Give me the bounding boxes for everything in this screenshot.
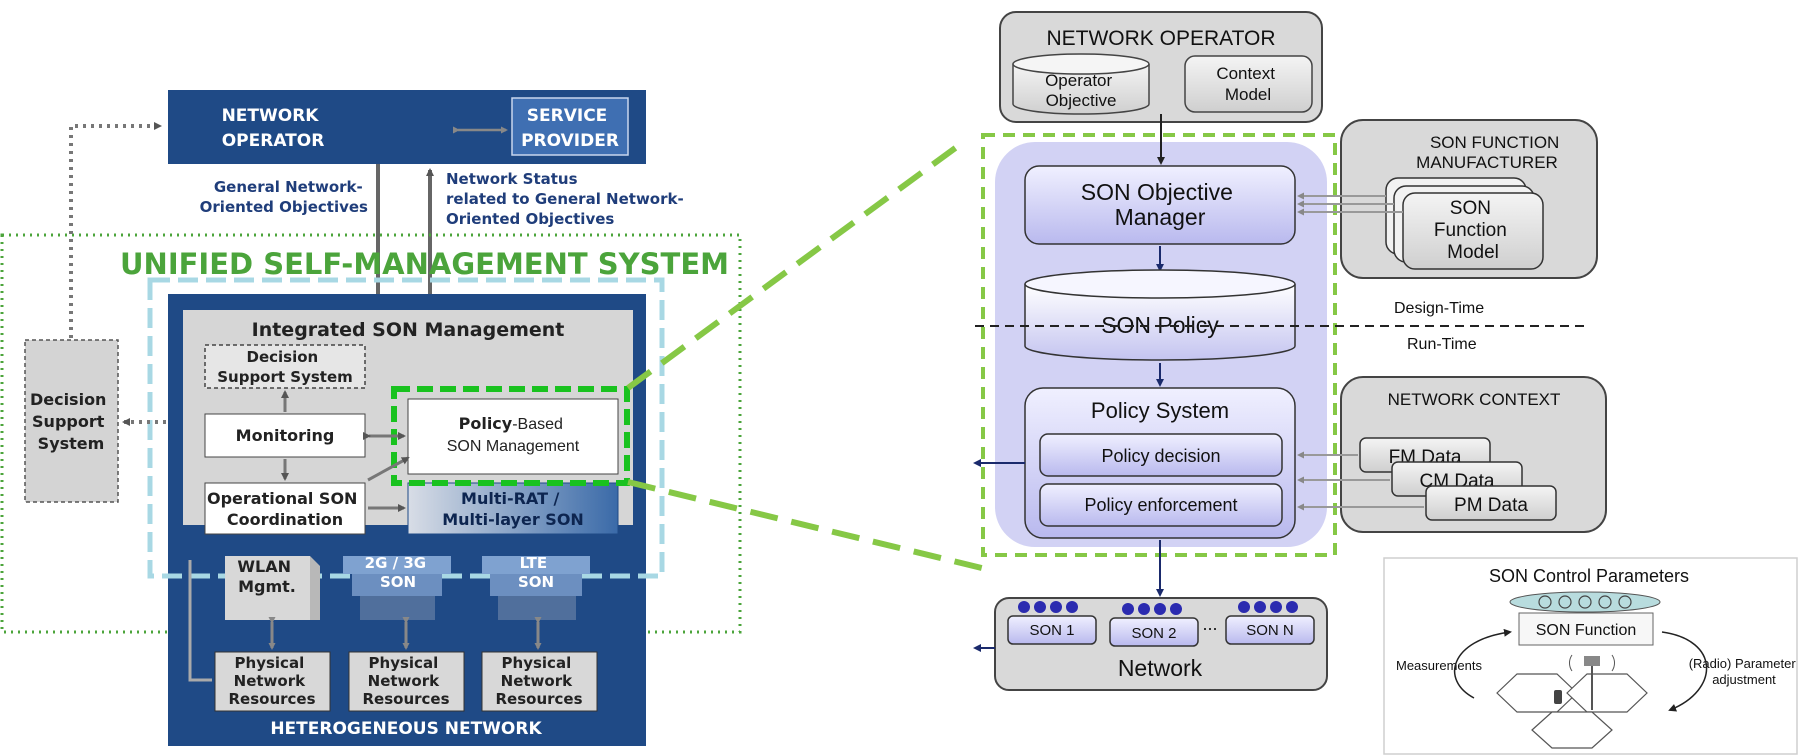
network-status-label: Network Status related to General Networ… [446,170,689,228]
measurements-arc-arrow [1454,628,1512,699]
service-provider-box [511,97,629,156]
network-label: Network [1118,655,1203,681]
run-time-label: Run-Time [1407,336,1477,353]
mobile-phone-icon [1554,690,1562,704]
context-model-box [1184,55,1313,113]
multirat-label: Multi-RAT / Multi-layer SON [442,489,584,529]
general-objectives-label: General Network- Oriented Objectives [200,178,368,216]
son-node-1: SON 1 [1007,601,1097,645]
policy-operational-arrow [367,456,410,482]
left-diagram: NETWORK OPERATOR SERVICE PROVIDER Genera… [0,90,742,746]
son-objective-manager-box [1024,165,1296,245]
context-model-label: Context Model [1216,64,1279,104]
gear-icons [1538,595,1632,609]
right-diagram: NETWORK OPERATOR Operator Objective Cont… [973,11,1607,691]
decision-support-inner-label: Decision Support System [217,348,353,386]
policy-decision-label: Policy decision [1101,446,1220,466]
son-policy-cylinder: SON Policy [1024,269,1296,361]
antenna-tower-icon [1568,654,1616,710]
svg-text:SON 2: SON 2 [1131,625,1176,642]
son-function-manufacturer-label: SON FUNCTION MANUFACTURER [1416,133,1564,172]
policy-decision-box [1039,433,1283,477]
son-node-2: SON 2 [1109,603,1199,647]
son-control-inset: SON Control Parameters SON Function Meas… [1383,557,1799,755]
son-node-n: SON N [1225,601,1315,645]
policy-enforcement-box [1039,483,1283,527]
physical-resources-3-label: Physical Network Resources [495,654,582,708]
pm-data-label: PM Data [1454,495,1528,516]
parameter-gears-ellipse [1509,591,1661,613]
operational-son-box [204,482,366,535]
policy-based-label: Policy-Based SON Management [447,414,580,455]
son-ellipsis: ... [1202,614,1217,634]
son-function-model-label: SON Function Model [1434,198,1512,263]
inset-title: SON Control Parameters [1489,566,1689,586]
physical-resources-1 [214,651,331,712]
radio-parameter-label: (Radio) Parameter adjustment [1689,656,1799,687]
physical-resources-2 [348,651,465,712]
physical-resources-1-label: Physical Network Resources [228,654,315,708]
svg-text:SON 1: SON 1 [1029,622,1074,639]
unified-system-title: UNIFIED SELF-MANAGEMENT SYSTEM [120,247,729,281]
decision-support-outer-label: Decision Support System [30,390,112,453]
svg-text:SON N: SON N [1246,622,1294,639]
zoom-line-bottom [627,479,991,573]
monitoring-label: Monitoring [236,426,335,445]
physical-resources-2-label: Physical Network Resources [362,654,449,708]
svg-text:2G / 3G SON: 2G / 3G SON [365,554,432,591]
dss-to-operator-dotted-arrow [69,122,162,338]
policy-system-label: Policy System [1091,398,1229,423]
decision-support-outer [24,339,119,503]
adjustment-arc-arrow [1661,631,1708,712]
r-network-operator-label: NETWORK OPERATOR [1046,27,1275,50]
son-function-box [1518,612,1654,646]
zoom-line-top [626,143,960,391]
integrated-son-title: Integrated SON Management [252,319,565,341]
physical-resources-3 [481,651,598,712]
wlan-mgmt-block: WLAN Mgmt. [225,556,320,620]
son-2g3g-block: 2G / 3G SON [343,554,451,620]
pm-data-box [1425,485,1557,521]
son-function-label: SON Function [1536,622,1636,639]
heterogeneous-network-label: HETEROGENEOUS NETWORK [270,719,542,739]
multirat-box [407,482,619,535]
svg-text:WLAN Mgmt.: WLAN Mgmt. [237,557,296,596]
svg-text:Operator Objective: Operator Objective [1045,71,1117,110]
son-lte-block: LTE SON [482,554,590,620]
service-provider-label: SERVICE PROVIDER [521,106,619,151]
network-context-label: NETWORK CONTEXT [1388,390,1561,409]
policy-enforcement-label: Policy enforcement [1084,495,1237,515]
operational-son-label: Operational SON Coordination [207,489,363,529]
network-operator-label: NETWORK OPERATOR [222,106,325,151]
son-to-physical-connector [188,560,212,682]
design-time-label: Design-Time [1394,300,1484,317]
son-function-model-front [1402,192,1544,270]
decision-support-inner [204,344,366,389]
operator-objective-cylinder: Operator Objective [1012,53,1150,115]
svg-text:LTE SON: LTE SON [518,554,554,591]
son-objective-manager-label: SON Objective Manager [1081,179,1240,230]
policy-based-box [407,398,619,475]
measurements-label: Measurements [1396,658,1482,673]
